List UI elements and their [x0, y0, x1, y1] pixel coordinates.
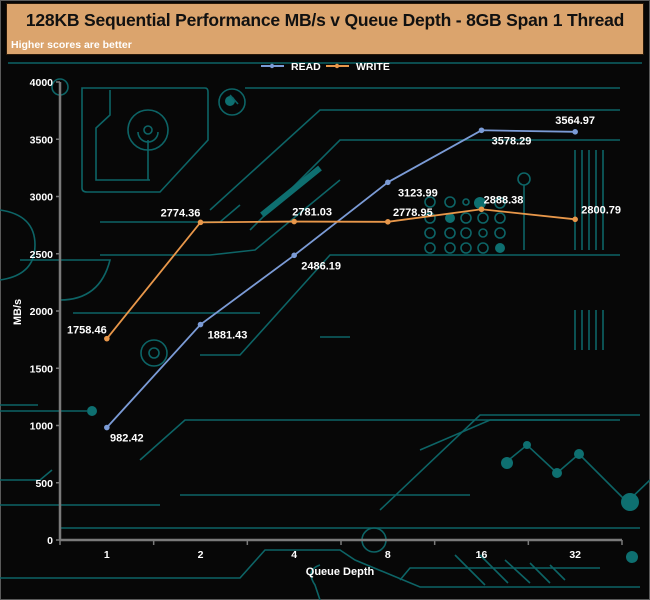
circuit-pad	[574, 449, 584, 459]
data-label-read: 2486.19	[301, 260, 341, 272]
data-label-read: 3578.29	[492, 135, 532, 147]
data-point-write	[385, 219, 391, 225]
circuit-trace	[0, 469, 53, 481]
circuit-trace	[81, 87, 209, 193]
circuit-trace	[399, 567, 600, 581]
chart-subtitle: Higher scores are better	[11, 39, 132, 51]
series-line-write	[106, 208, 576, 340]
chart-title: 128KB Sequential Performance MB/s v Queu…	[25, 10, 625, 30]
data-point-read	[291, 252, 297, 259]
data-label-write: 2774.36	[161, 207, 201, 219]
y-tick-label: 1500	[30, 363, 54, 375]
x-tick-label: 8	[385, 549, 391, 561]
circuit-trace	[454, 554, 566, 586]
circuit-trace	[20, 259, 112, 301]
circuit-trace	[419, 419, 620, 451]
data-label-write: 1758.46	[67, 325, 107, 337]
circuit-pad	[140, 339, 168, 367]
y-tick-label: 1000	[30, 421, 54, 433]
y-tick-label: 500	[35, 478, 53, 490]
data-point-read	[197, 321, 204, 328]
y-tick-label: 2000	[30, 306, 54, 318]
series-group	[104, 127, 578, 431]
x-tick-label: 2	[198, 549, 204, 561]
data-point-write	[291, 218, 297, 225]
x-tick-label: 32	[569, 549, 581, 561]
data-label-read: 3123.99	[398, 187, 438, 199]
data-point-read	[104, 424, 110, 431]
series-line-read	[106, 129, 576, 429]
circuit-trace	[574, 310, 604, 350]
data-label-read: 3564.97	[555, 115, 595, 127]
data-labels: 982.42 1881.43 2486.19 3123.99 3578.29 3564.9…	[67, 115, 621, 445]
circuit-trace	[200, 254, 620, 356]
data-point-write	[478, 206, 485, 213]
legend-write-label: WRITE	[356, 61, 390, 73]
data-point-read	[478, 127, 485, 134]
x-tick-label: 1	[104, 549, 110, 561]
data-label-write: 2778.95	[393, 207, 433, 219]
circuit-pad	[148, 347, 160, 359]
circuit-trace	[100, 179, 341, 256]
x-tick-label: 4	[291, 549, 297, 561]
circuit-pad	[523, 441, 531, 449]
data-label-write: 2800.79	[581, 204, 621, 216]
via-grid	[424, 196, 506, 254]
y-tick-label: 0	[47, 535, 53, 547]
data-label-write: 2781.03	[292, 207, 332, 219]
circuit-pad	[552, 468, 562, 478]
circuit-pad	[143, 125, 153, 135]
data-point-read	[572, 129, 578, 135]
data-label-read: 1881.43	[208, 330, 248, 342]
circuit-pad	[621, 493, 639, 511]
circuit-trace	[310, 564, 321, 600]
circuit-trace	[574, 150, 604, 250]
circuit-pad	[218, 88, 246, 116]
legend-write-marker	[334, 63, 340, 69]
circuit-trace	[139, 419, 560, 461]
circuit-trace	[0, 209, 36, 281]
y-tick-label: 2500	[30, 249, 54, 261]
data-point-read	[385, 179, 391, 186]
legend: READ WRITE	[261, 61, 390, 73]
circuit-trace	[229, 94, 239, 105]
circuit-trace	[379, 414, 640, 511]
circuit-trace	[209, 109, 620, 211]
y-axis-title: MB/s	[12, 299, 24, 325]
chart-header: 128KB Sequential Performance MB/s v Queu…	[6, 3, 644, 55]
x-axis-title: Queue Depth	[306, 566, 375, 578]
y-tick-label: 3000	[30, 192, 54, 204]
axes: 0 500 1000 1500 2000 2500 3000 3500 4000 1 2 4 8 16 32	[30, 77, 623, 561]
y-tick-label: 4000	[30, 77, 54, 89]
data-label-read: 982.42	[110, 433, 144, 445]
legend-read-marker	[269, 63, 275, 69]
x-tick-label: 16	[476, 549, 488, 561]
circuit-trace	[0, 549, 640, 588]
legend-read-label: READ	[291, 61, 321, 73]
circuit-traces	[0, 62, 650, 600]
circuit-trace	[95, 90, 150, 181]
circuit-pad	[87, 406, 97, 416]
circuit-trace	[260, 165, 322, 218]
data-point-write	[197, 219, 204, 226]
circuit-pad	[501, 457, 513, 469]
circuit-pad	[626, 551, 638, 563]
data-label-write: 2888.38	[484, 194, 524, 206]
y-tick-label: 3500	[30, 134, 54, 146]
data-point-write	[572, 216, 578, 223]
data-point-write	[104, 335, 110, 342]
